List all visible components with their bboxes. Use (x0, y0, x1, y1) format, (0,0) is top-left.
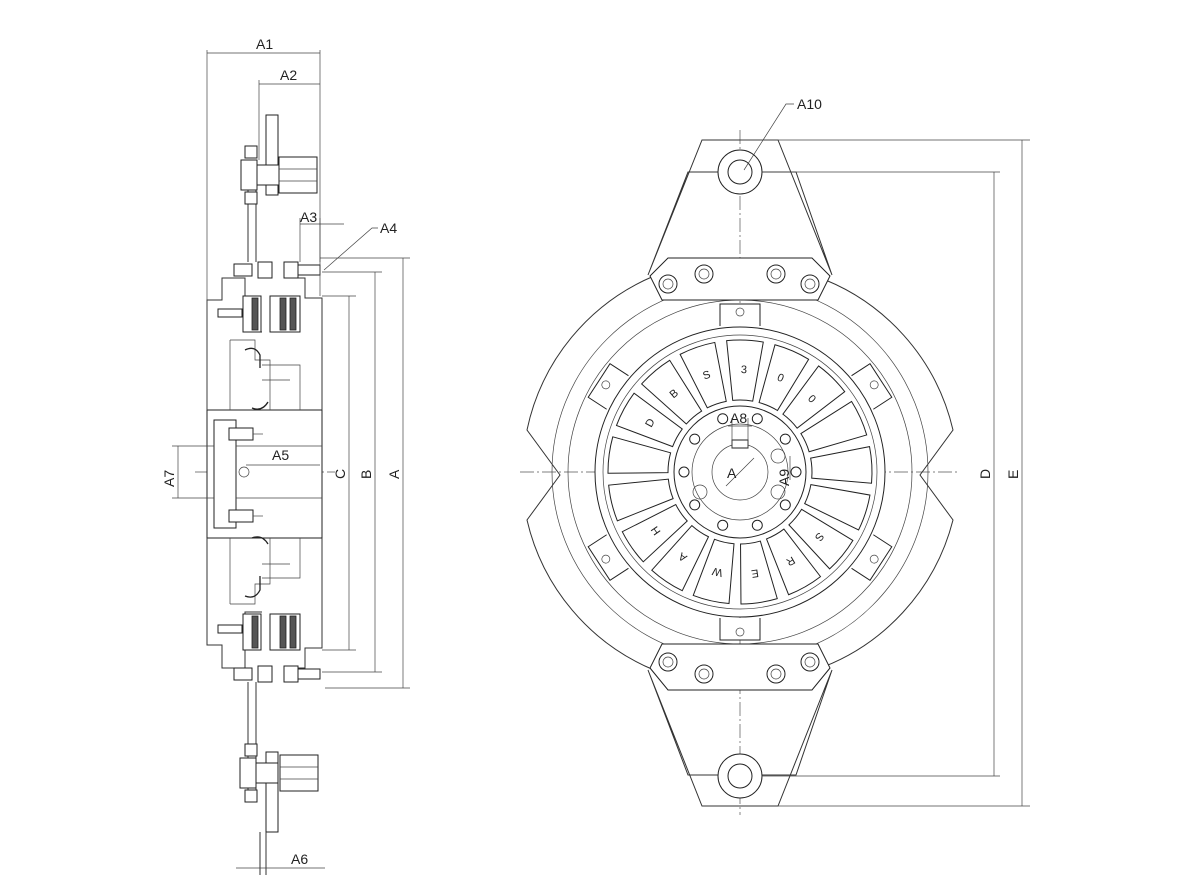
arm-bolt (766, 664, 786, 684)
segment-letter: E (750, 566, 759, 579)
friction-stack-lower (242, 613, 301, 651)
side-dimensions (172, 50, 410, 869)
hub-bolt (717, 413, 729, 425)
friction-segment (810, 445, 873, 484)
dimension-label-a9: A9 (776, 469, 792, 486)
arm-bolt (658, 652, 678, 672)
arm-bolt (694, 264, 714, 284)
dimension-label-a1: A1 (256, 36, 273, 52)
friction-segment: W (692, 538, 735, 605)
dimension-label-a2: A2 (280, 67, 297, 83)
segment-letter: S (701, 369, 712, 383)
mounting-arm-lower (239, 682, 319, 875)
mounting-arm-upper (240, 114, 318, 262)
front-dimensions (728, 103, 1030, 807)
friction-segment: S (788, 508, 854, 570)
dimension-label-c: C (332, 469, 348, 479)
ring-lug (851, 534, 893, 581)
arm-bolt (800, 652, 820, 672)
dimension-label-a7: A7 (161, 470, 177, 487)
dimension-label-a: A (386, 469, 402, 479)
hub-bolt (790, 466, 802, 478)
arm-bolt (658, 274, 678, 294)
friction-segment: 0 (758, 344, 810, 412)
ring-lug (851, 363, 893, 410)
arm-bolt (766, 264, 786, 284)
dimension-label-e: E (1005, 470, 1021, 479)
friction-segment (804, 484, 871, 531)
hub-bolt-circle (678, 413, 802, 531)
dimension-label-a10: A10 (797, 96, 822, 112)
friction-segment: R (765, 528, 822, 596)
friction-segment: E (740, 540, 778, 605)
friction-segment: 3 (726, 339, 764, 402)
friction-segment: D (615, 392, 683, 448)
hub-bolt (779, 499, 791, 511)
dimension-label-a8: A8 (730, 410, 747, 426)
hub-bolt (689, 499, 701, 511)
friction-segment: H (621, 503, 688, 563)
arm-bolts (658, 264, 820, 684)
friction-segment: A (651, 524, 710, 592)
friction-segment (607, 436, 672, 474)
hub-bore-label: A (727, 465, 737, 481)
hub-bolt (751, 413, 763, 425)
dimension-label-a5: A5 (272, 447, 289, 463)
ring-lug (719, 303, 761, 326)
hub-bolt (779, 433, 791, 445)
friction-segment (800, 400, 868, 453)
dimension-label-a4: A4 (380, 220, 397, 236)
arm-bolt (694, 664, 714, 684)
segment-letter: 0 (775, 372, 785, 385)
dimension-label-a3: A3 (300, 209, 317, 225)
stack-bolts (217, 261, 321, 683)
hub-bolt (717, 519, 729, 531)
dimension-label-b: B (358, 470, 374, 479)
hub-bolt (689, 433, 701, 445)
friction-segment: B (640, 359, 703, 425)
segment-letter: 3 (741, 364, 748, 376)
side-section-view: A1 A2 A3 A4 A5 A6 A7 C B A (161, 36, 410, 875)
segment-letter: W (710, 564, 723, 578)
arm-bolt (800, 274, 820, 294)
hub-bolt (751, 519, 763, 531)
friction-segment: 0 (782, 365, 846, 429)
friction-stack-upper (242, 295, 301, 333)
hub-bolt (678, 466, 690, 478)
ring-lug (587, 363, 629, 410)
dimension-label-d: D (977, 469, 993, 479)
friction-segment (608, 478, 674, 522)
friction-segment: S (679, 341, 727, 409)
dimension-label-a6: A6 (291, 851, 308, 867)
ring-lug (719, 618, 761, 641)
ring-lug (587, 534, 629, 581)
friction-ring-lugs (587, 303, 893, 641)
